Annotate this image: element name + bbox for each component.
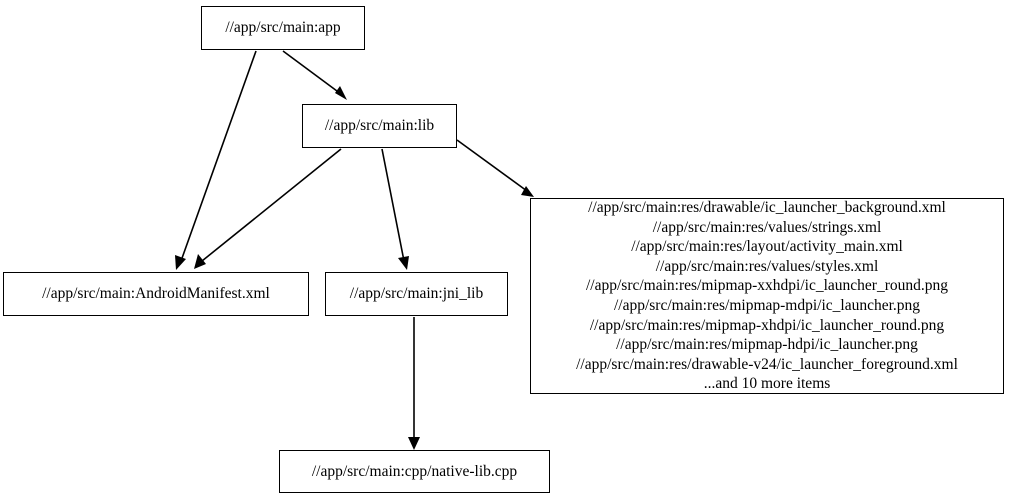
node-resources-line: //app/src/main:res/mipmap-mdpi/ic_launch…	[613, 297, 921, 314]
edge-app-to-manifest	[175, 50, 257, 270]
node-android-manifest[interactable]: //app/src/main:AndroidManifest.xml	[3, 272, 309, 316]
node-lib[interactable]: //app/src/main:lib	[302, 104, 457, 148]
node-native-lib-cpp[interactable]: //app/src/main:cpp/native-lib.cpp	[279, 450, 550, 493]
node-resources-line: //app/src/main:res/values/strings.xml	[652, 218, 882, 236]
node-resources-line: //app/src/main:res/mipmap-hdpi/ic_launch…	[616, 336, 918, 354]
node-app-label: //app/src/main:app	[225, 19, 341, 37]
node-resources-line: //app/src/main:res/mipmap-xxhdpi/ic_laun…	[585, 277, 948, 295]
edge-lib-to-resources	[456, 139, 534, 197]
node-resources-line: //app/src/main:res/mipmap-xhdpi/ic_launc…	[589, 316, 945, 334]
node-native-lib-cpp-label: //app/src/main:cpp/native-lib.cpp	[311, 462, 518, 480]
node-resources-line: //app/src/main:res/drawable/ic_launcher_…	[588, 199, 946, 217]
node-resources-line: //app/src/main:res/values/styles.xml	[655, 257, 879, 275]
node-app[interactable]: //app/src/main:app	[201, 6, 365, 50]
node-resources-line: //app/src/main:res/layout/activity_main.…	[631, 238, 903, 256]
node-jni-lib-label: //app/src/main:jni_lib	[349, 285, 484, 303]
edge-lib-to-manifest	[194, 148, 342, 269]
edge-app-to-lib	[282, 50, 347, 100]
node-resources-line: //app/src/main:res/drawable-v24/ic_launc…	[576, 355, 958, 373]
node-resources[interactable]: //app/src/main:res/drawable/ic_launcher_…	[530, 198, 1004, 394]
node-resources-line: ...and 10 more items	[703, 375, 831, 393]
node-lib-label: //app/src/main:lib	[324, 117, 435, 135]
node-resources-label: //app/src/main:res/drawable/ic_launcher_…	[570, 198, 964, 394]
edge-lib-to-jni-lib	[381, 148, 409, 270]
edge-jni-lib-to-native-lib	[408, 317, 420, 450]
node-jni-lib[interactable]: //app/src/main:jni_lib	[325, 272, 508, 316]
node-android-manifest-label: //app/src/main:AndroidManifest.xml	[42, 285, 270, 303]
